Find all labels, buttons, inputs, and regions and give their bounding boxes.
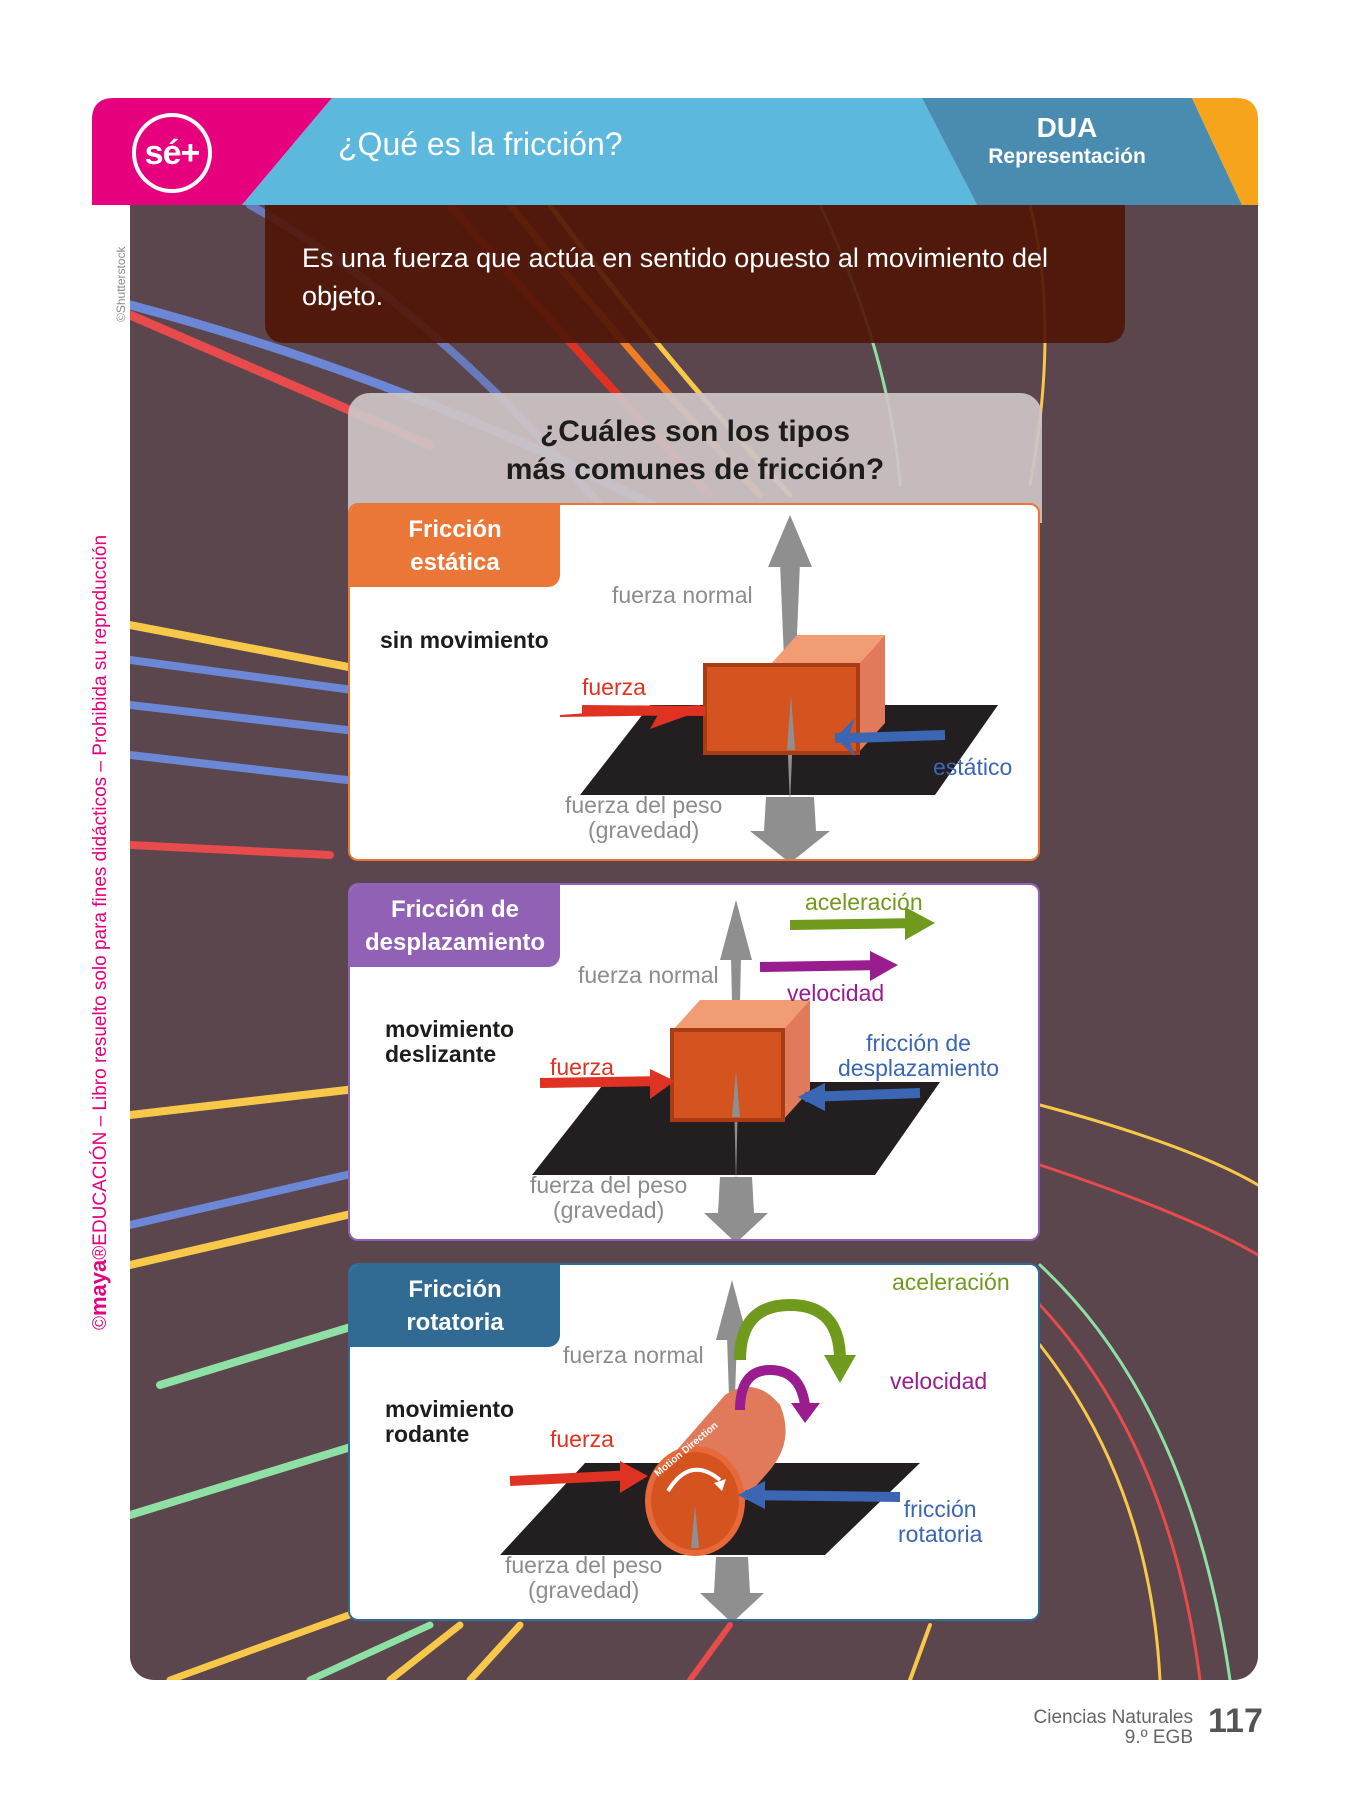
cube-front (703, 663, 860, 755)
weight-force-label: fuerza del peso(gravedad) (505, 1552, 663, 1603)
normal-force-label: fuerza normal (563, 1342, 704, 1368)
question-line-2: más comunes de fricción? (505, 453, 885, 486)
question-line-1: ¿Cuáles son los tipos (539, 415, 851, 448)
question-header: ¿Cuáles son los tipos más comunes de fri… (348, 393, 1042, 523)
weight-force-label: fuerza del peso(gravedad) (530, 1172, 688, 1223)
dua-badge-title: DUA (1036, 112, 1098, 143)
se-mas-logo: sé+ (132, 113, 212, 193)
motion-label: sin movimiento (380, 627, 549, 653)
page-title: ¿Qué es la fricción? (338, 126, 623, 162)
image-credit: ©Shutterstock (114, 246, 128, 322)
definition-box: Es una fuerza que actúa en sentido opues… (265, 205, 1125, 343)
cube-top (770, 635, 885, 665)
page-number: 117 (1208, 1702, 1263, 1740)
footer-subject: Ciencias Naturales 9.º EGB (1033, 1707, 1193, 1748)
friction-label: estático (933, 754, 1013, 780)
applied-force-label: fuerza (550, 1054, 614, 1080)
dua-badge: DUA Representación (962, 112, 1172, 170)
applied-force-label: fuerza (550, 1426, 614, 1452)
definition-text: Es una fuerza que actúa en sentido opues… (302, 243, 1048, 311)
applied-force-label: fuerza (582, 674, 646, 700)
acceleration-label: aceleración (892, 1269, 1010, 1295)
rolling-diagram: Motion Direction (500, 1280, 920, 1619)
velocity-label: velocidad (787, 980, 885, 1006)
static-diagram (560, 515, 998, 859)
cylinder-face (645, 1446, 745, 1556)
sliding-diagram (532, 900, 940, 1239)
acceleration-label: aceleración (805, 889, 923, 915)
maya-brand: maya (86, 1259, 111, 1316)
weight-force-label: fuerza del peso(gravedad) (565, 792, 723, 843)
normal-force-label: fuerza normal (578, 962, 719, 988)
copyright-side-text: ©maya®EDUCACIÓN – Libro resuelto solo pa… (86, 534, 111, 1330)
header-band: sé+ ¿Qué es la fricción? DUA Representac… (92, 98, 1258, 205)
cube-side (858, 635, 885, 753)
normal-force-label: fuerza normal (612, 582, 753, 608)
velocity-label: velocidad (890, 1368, 988, 1394)
dua-badge-subtitle: Representación (988, 145, 1146, 168)
